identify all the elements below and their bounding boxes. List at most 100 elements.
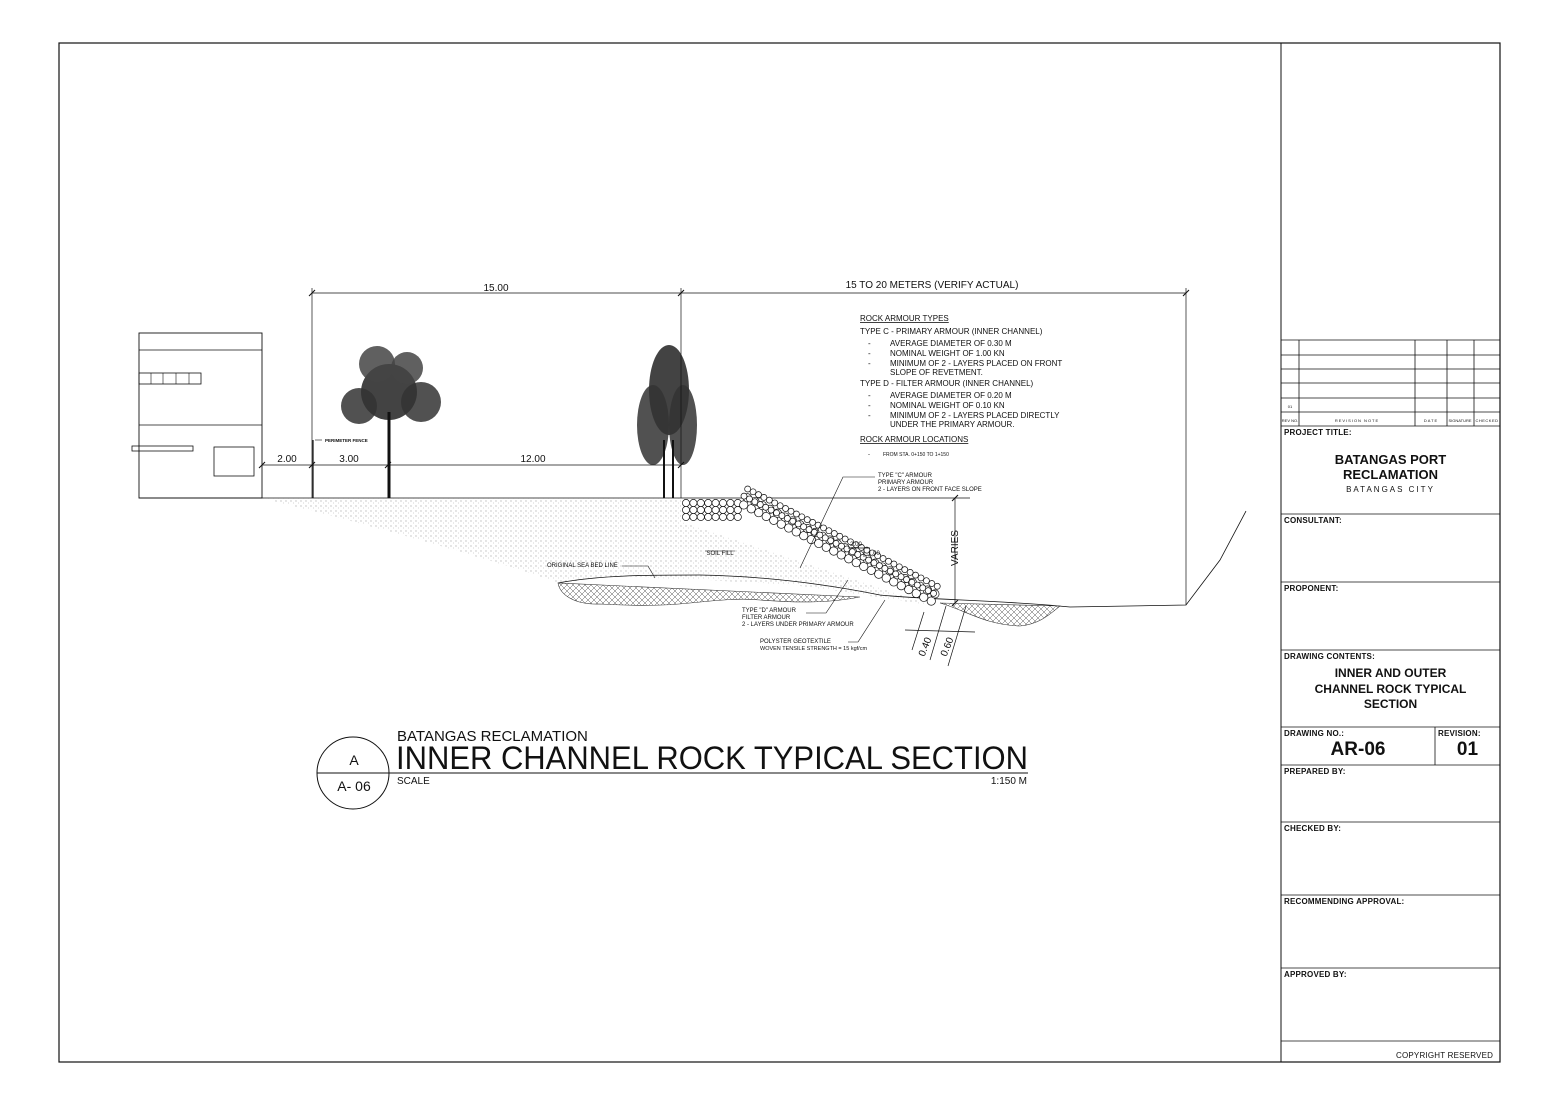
rock-stone [848, 548, 856, 556]
svg-text:-: - [868, 452, 870, 458]
rock-stone [885, 557, 892, 565]
svg-text:-: - [868, 359, 871, 368]
dimension-ticks [258, 289, 1190, 607]
notes-typec: TYPE C - PRIMARY ARMOUR (INNER CHANNEL) [860, 327, 1043, 336]
rock-stone [926, 596, 936, 606]
rock-stone [711, 506, 720, 514]
rock-stone [930, 590, 937, 597]
rock-stone [933, 582, 941, 590]
rock-stone [789, 517, 797, 525]
rock-stone [844, 554, 854, 564]
rock-stone [794, 520, 802, 528]
rock-stone [754, 508, 764, 518]
svg-text:-: - [868, 411, 871, 420]
dim-15-to-20: 15 TO 20 METERS (VERIFY ACTUAL) [846, 280, 1019, 291]
project-line1: BATANGAS PORT [1334, 452, 1447, 467]
rock-stone [733, 513, 742, 521]
dim-3: 3.00 [339, 454, 359, 465]
rock-stone [689, 513, 698, 521]
rock-stone [769, 515, 779, 525]
scale-label: SCALE [397, 776, 430, 787]
rock-stone [924, 587, 932, 594]
slope-rise: 1.00 [868, 551, 880, 557]
rock-stone [836, 550, 846, 560]
rock-stone [711, 499, 720, 507]
drawing-subtitle: BATANGAS RECLAMATION [397, 728, 588, 745]
drawing-no-label: DRAWING NO.: [1284, 729, 1345, 738]
rock-stone [787, 507, 795, 515]
svg-text:-: - [868, 349, 871, 358]
notes-typec-3: MINIMUM OF 2 - LAYERS PLACED ON FRONT [890, 359, 1062, 368]
rock-stone [829, 546, 839, 556]
rock-stone [784, 523, 794, 533]
label-typec-1: TYPE "C" ARMOUR [878, 473, 933, 479]
rock-stone [901, 566, 909, 573]
checked-by-label: CHECKED BY: [1284, 824, 1342, 833]
rock-stone [771, 499, 779, 507]
notes-typed-4: UNDER THE PRIMARY ARMOUR. [890, 420, 1014, 429]
tree-tall [637, 345, 697, 498]
rock-stone [749, 488, 757, 496]
rock-stone [827, 537, 835, 544]
rock-stone [923, 577, 930, 585]
rock-stone [803, 516, 811, 523]
rock-stone [783, 515, 791, 522]
rock-stone [744, 485, 752, 493]
rock-stone [874, 569, 884, 579]
rev-header-note: REVISION NOTE [1335, 418, 1379, 423]
rock-stone [726, 499, 735, 507]
svg-text:-: - [868, 391, 871, 400]
rock-stone [852, 541, 860, 548]
rock-armour [682, 485, 941, 606]
rock-stone [682, 499, 690, 507]
rock-stone [696, 499, 705, 507]
rock-stone [832, 540, 840, 547]
bubble-top: A [349, 752, 359, 768]
rock-stone [908, 578, 916, 586]
bubble-bottom: A- 06 [337, 778, 371, 794]
dim-varies: VARIES [950, 530, 961, 566]
rev-header-signature: SIGNATURE [1448, 418, 1471, 423]
label-geo-1: POLYSTER GEOTEXTILE [760, 639, 831, 645]
rock-stone [791, 527, 801, 537]
rock-stone [682, 506, 690, 514]
dim-15: 15.00 [483, 283, 508, 294]
rock-stone [798, 513, 806, 521]
rock-stone [897, 573, 905, 581]
rock-stone [719, 513, 727, 521]
rock-stone [881, 565, 889, 572]
drawing-title: INNER CHANNEL ROCK TYPICAL SECTION [396, 740, 1028, 776]
rock-stone [746, 504, 756, 514]
tree-round [341, 346, 441, 498]
rock-stone [838, 542, 845, 550]
rock-stone [719, 506, 727, 514]
rock-stone [912, 571, 919, 579]
rock-stone [892, 570, 900, 578]
notes-heading-types: ROCK ARMOUR TYPES [860, 314, 949, 323]
rock-stone [886, 567, 894, 575]
consultant-label: CONSULTANT: [1284, 516, 1342, 525]
rock-stone [895, 563, 903, 571]
label-typed-1: TYPE "D" ARMOUR [742, 608, 797, 614]
rock-stone [911, 588, 921, 598]
rock-stone [739, 500, 749, 510]
label-perimeter-fence: PERIMETER FENCE [325, 438, 368, 443]
rock-stone [704, 513, 713, 521]
rock-stone [751, 498, 759, 506]
label-soil-fill: SOIL FILL [706, 551, 734, 557]
notes-typed-2: NOMINAL WEIGHT OF 0.10 KN [890, 401, 1005, 410]
rock-stone [836, 532, 844, 540]
label-typec-2: PRIMARY ARMOUR [878, 480, 934, 486]
dim-12: 12.00 [520, 454, 545, 465]
rock-stone [689, 506, 698, 514]
rock-stone [876, 562, 883, 569]
revision-label: REVISION: [1438, 729, 1481, 738]
rock-stone [859, 561, 869, 572]
rock-stone [889, 577, 899, 587]
rock-stone [903, 576, 910, 583]
rock-stone [821, 542, 831, 552]
leader-lines [315, 439, 886, 643]
label-seabed: ORIGINAL SEA BED LINE [547, 563, 618, 569]
notes-typec-2: NOMINAL WEIGHT OF 1.00 KN [890, 349, 1005, 358]
rock-stone [811, 528, 818, 536]
